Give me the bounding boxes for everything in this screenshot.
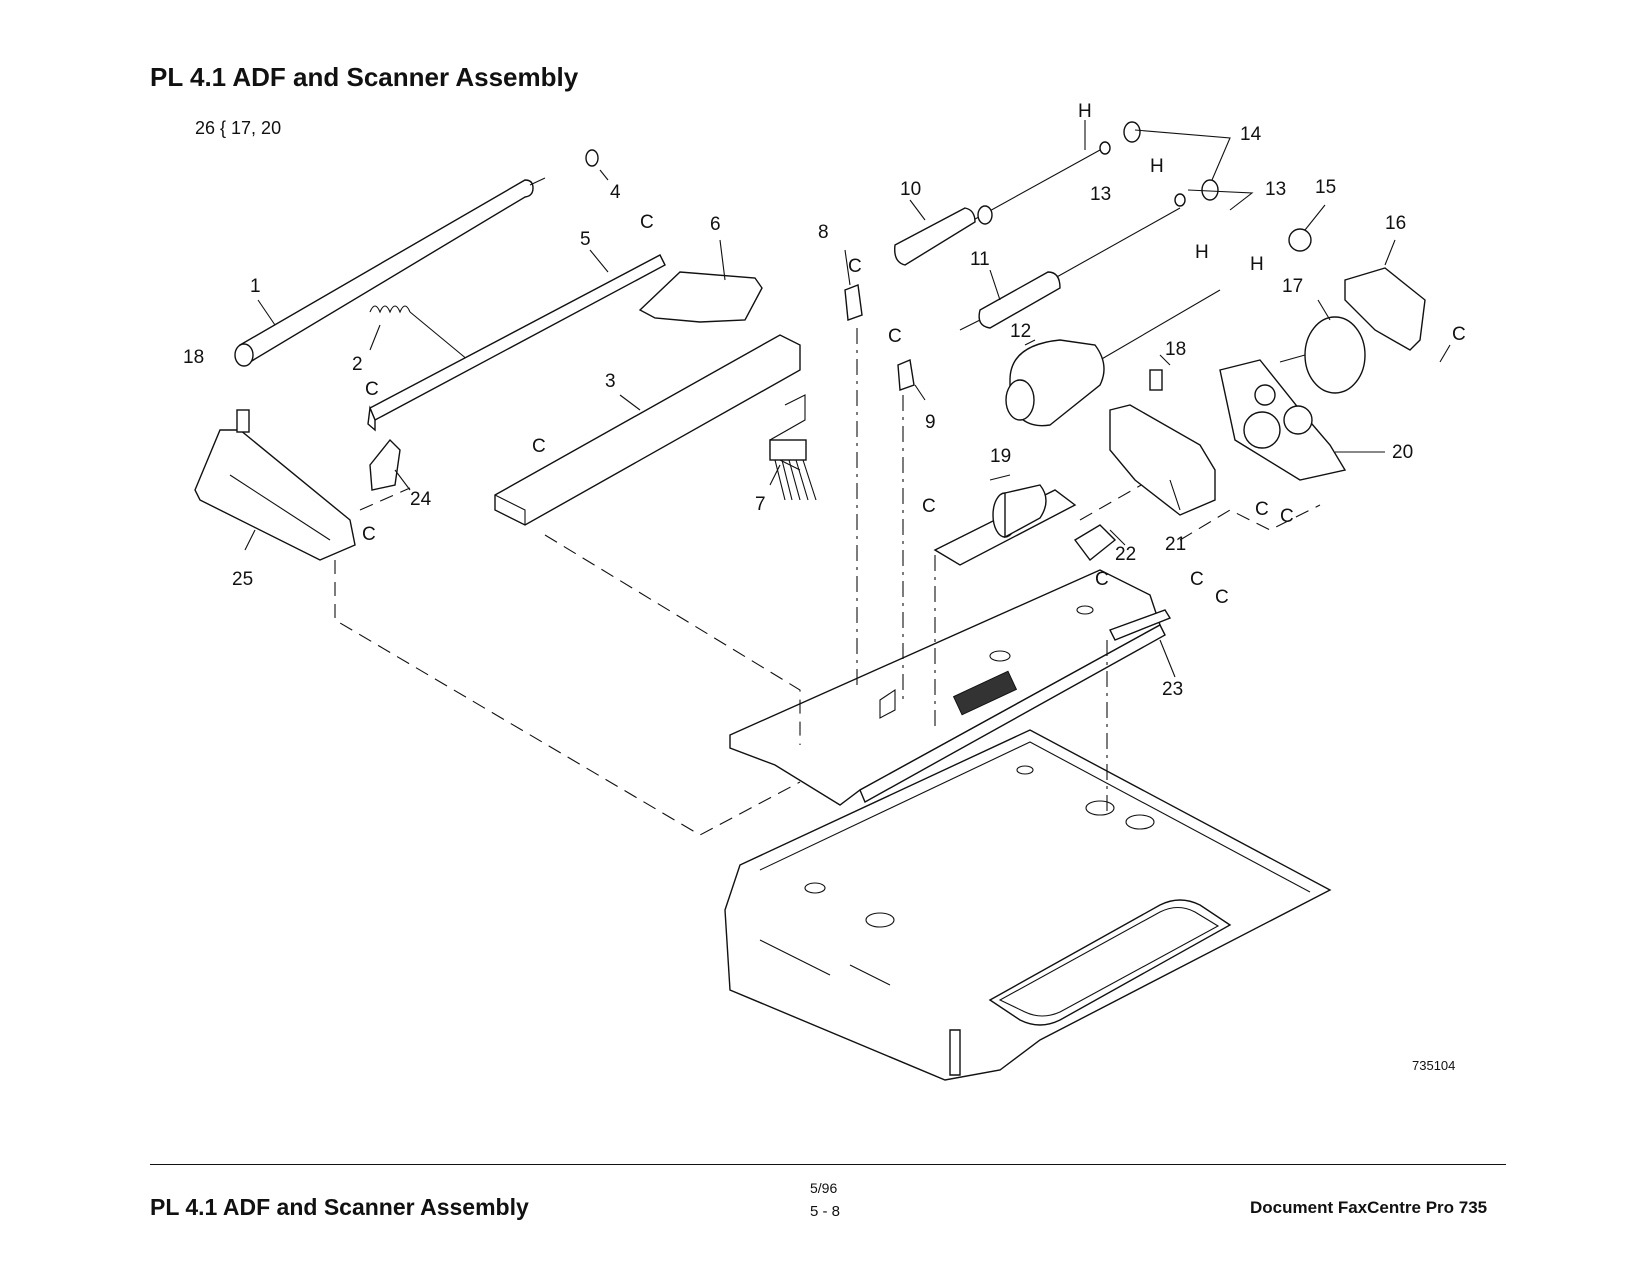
marker-h: H (1078, 101, 1092, 122)
callout-9: 9 (925, 412, 936, 433)
callout-20: 20 (1392, 442, 1413, 463)
figure-id: 735104 (1412, 1058, 1456, 1073)
marker-c: C (1095, 569, 1109, 590)
part-14-bushing-b (1201, 179, 1219, 201)
callout-21: 21 (1165, 534, 1186, 555)
part-7-connector (769, 439, 817, 501)
scanner-frame (729, 569, 1166, 806)
callout-16: 16 (1385, 213, 1406, 234)
callout-7: 7 (755, 494, 766, 515)
callout-8: 8 (818, 222, 829, 243)
callout-15: 15 (1315, 177, 1336, 198)
marker-c: C (1280, 506, 1294, 527)
callout-5: 5 (580, 229, 591, 250)
callout-3: 3 (605, 371, 616, 392)
part-16-motor-bracket (1344, 267, 1426, 351)
part-8-holder (844, 284, 863, 321)
footer-document-name: Document FaxCentre Pro 735 (1250, 1198, 1488, 1217)
marker-c: C (922, 496, 936, 517)
part-23-rail (1109, 609, 1172, 641)
marker-c: C (1190, 569, 1204, 590)
part-4-bushing (585, 149, 599, 167)
callout-25: 25 (232, 569, 253, 590)
callout-12: 12 (1010, 321, 1031, 342)
callout-23: 23 (1162, 679, 1183, 700)
callout-22: 22 (1115, 544, 1136, 565)
callout-18-left: 18 (183, 347, 204, 368)
callout-11: 11 (970, 249, 990, 270)
callout-13-a: 13 (1090, 184, 1111, 205)
marker-c: C (532, 436, 546, 457)
callout-2: 2 (352, 354, 363, 375)
callout-19: 19 (990, 446, 1011, 467)
callout-18-right: 18 (1165, 339, 1186, 360)
assembly-note: 26 { 17, 20 (195, 118, 282, 138)
part-15-gear (1288, 228, 1312, 252)
part-25-side-guide (194, 429, 356, 561)
callout-24: 24 (410, 489, 432, 510)
part-10-roller (894, 149, 1101, 266)
marker-h: H (1150, 156, 1164, 177)
part-24-bracket (369, 438, 401, 491)
callout-6: 6 (710, 214, 721, 235)
callout-leaders (244, 120, 1451, 678)
part-20-gear-bracket (1219, 359, 1347, 481)
part-12-drive-roller (1005, 289, 1221, 427)
callout-1: 1 (250, 276, 261, 297)
marker-h: H (1195, 242, 1209, 263)
part-21-side-frame (1109, 404, 1216, 516)
page-title: PL 4.1 ADF and Scanner Assembly (150, 62, 579, 92)
base-chassis (724, 729, 1332, 1081)
part-13-bearing-b (1174, 193, 1186, 207)
part-6-lever (638, 271, 763, 323)
marker-c: C (640, 212, 654, 233)
marker-c: C (848, 256, 862, 277)
part-3-channel (494, 334, 801, 526)
part-18-clip-right (1149, 369, 1163, 391)
callout-10: 10 (900, 179, 921, 200)
footer-date: 5/96 (810, 1180, 838, 1196)
callout-13-b: 13 (1265, 179, 1286, 200)
part-18-clip-left (236, 409, 250, 433)
part-19-solenoid (933, 484, 1077, 566)
part-5-bracket (367, 254, 666, 432)
part-13-bearing-a (1099, 141, 1111, 155)
part-22-sensor (1073, 524, 1117, 561)
marker-c: C (1215, 587, 1229, 608)
part-11-roller (959, 207, 1181, 331)
marker-c: C (888, 326, 902, 347)
part-9-holder (897, 359, 915, 391)
marker-c: C (362, 524, 376, 545)
callout-4: 4 (610, 182, 621, 203)
part-17-motor (1279, 316, 1366, 394)
footer-rule (150, 1164, 1506, 1165)
part-2-spring (369, 305, 469, 361)
footer-page-number: 5 - 8 (810, 1203, 841, 1220)
marker-c: C (1452, 324, 1466, 345)
callout-14: 14 (1240, 124, 1262, 145)
marker-c: C (365, 379, 379, 400)
part-1-roller (234, 177, 546, 367)
marker-h: H (1250, 254, 1264, 275)
marker-c: C (1255, 499, 1269, 520)
callout-17: 17 (1282, 276, 1303, 297)
part-14-bushing-a (1123, 121, 1141, 143)
footer-title: PL 4.1 ADF and Scanner Assembly (150, 1194, 529, 1220)
